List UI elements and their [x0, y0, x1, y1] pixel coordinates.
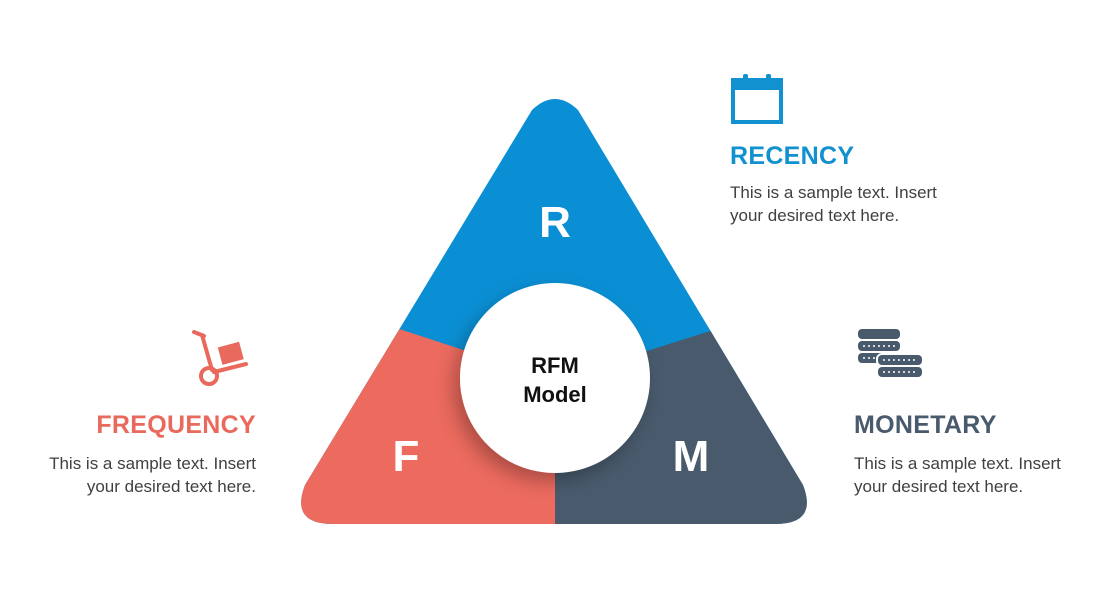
recency-heading: RECENCY	[730, 142, 855, 170]
recency-text-line1: This is a sample text. Insert	[730, 183, 937, 202]
hand-truck-icon	[192, 330, 248, 386]
center-circle	[460, 283, 650, 473]
frequency-heading: FREQUENCY	[96, 411, 256, 439]
recency-letter: R	[539, 198, 571, 247]
monetary-heading: MONETARY	[854, 411, 997, 439]
frequency-text-line1: This is a sample text. Insert	[49, 454, 256, 473]
frequency-letter: F	[393, 432, 420, 481]
recency-description: This is a sample text. Insert your desir…	[730, 181, 970, 227]
frequency-description: This is a sample text. Insert your desir…	[16, 452, 256, 498]
calendar-icon	[731, 74, 783, 124]
monetary-text-line1: This is a sample text. Insert	[854, 454, 1061, 473]
recency-text-line2: your desired text here.	[730, 206, 900, 225]
monetary-text-line2: your desired text here.	[854, 477, 1024, 496]
monetary-description: This is a sample text. Insert your desir…	[854, 452, 1094, 498]
monetary-letter: M	[673, 432, 710, 481]
coins-icon	[856, 327, 924, 379]
center-title-line2: Model	[523, 382, 587, 407]
center-title-line1: RFM	[531, 353, 579, 378]
frequency-text-line2: your desired text here.	[86, 477, 256, 496]
